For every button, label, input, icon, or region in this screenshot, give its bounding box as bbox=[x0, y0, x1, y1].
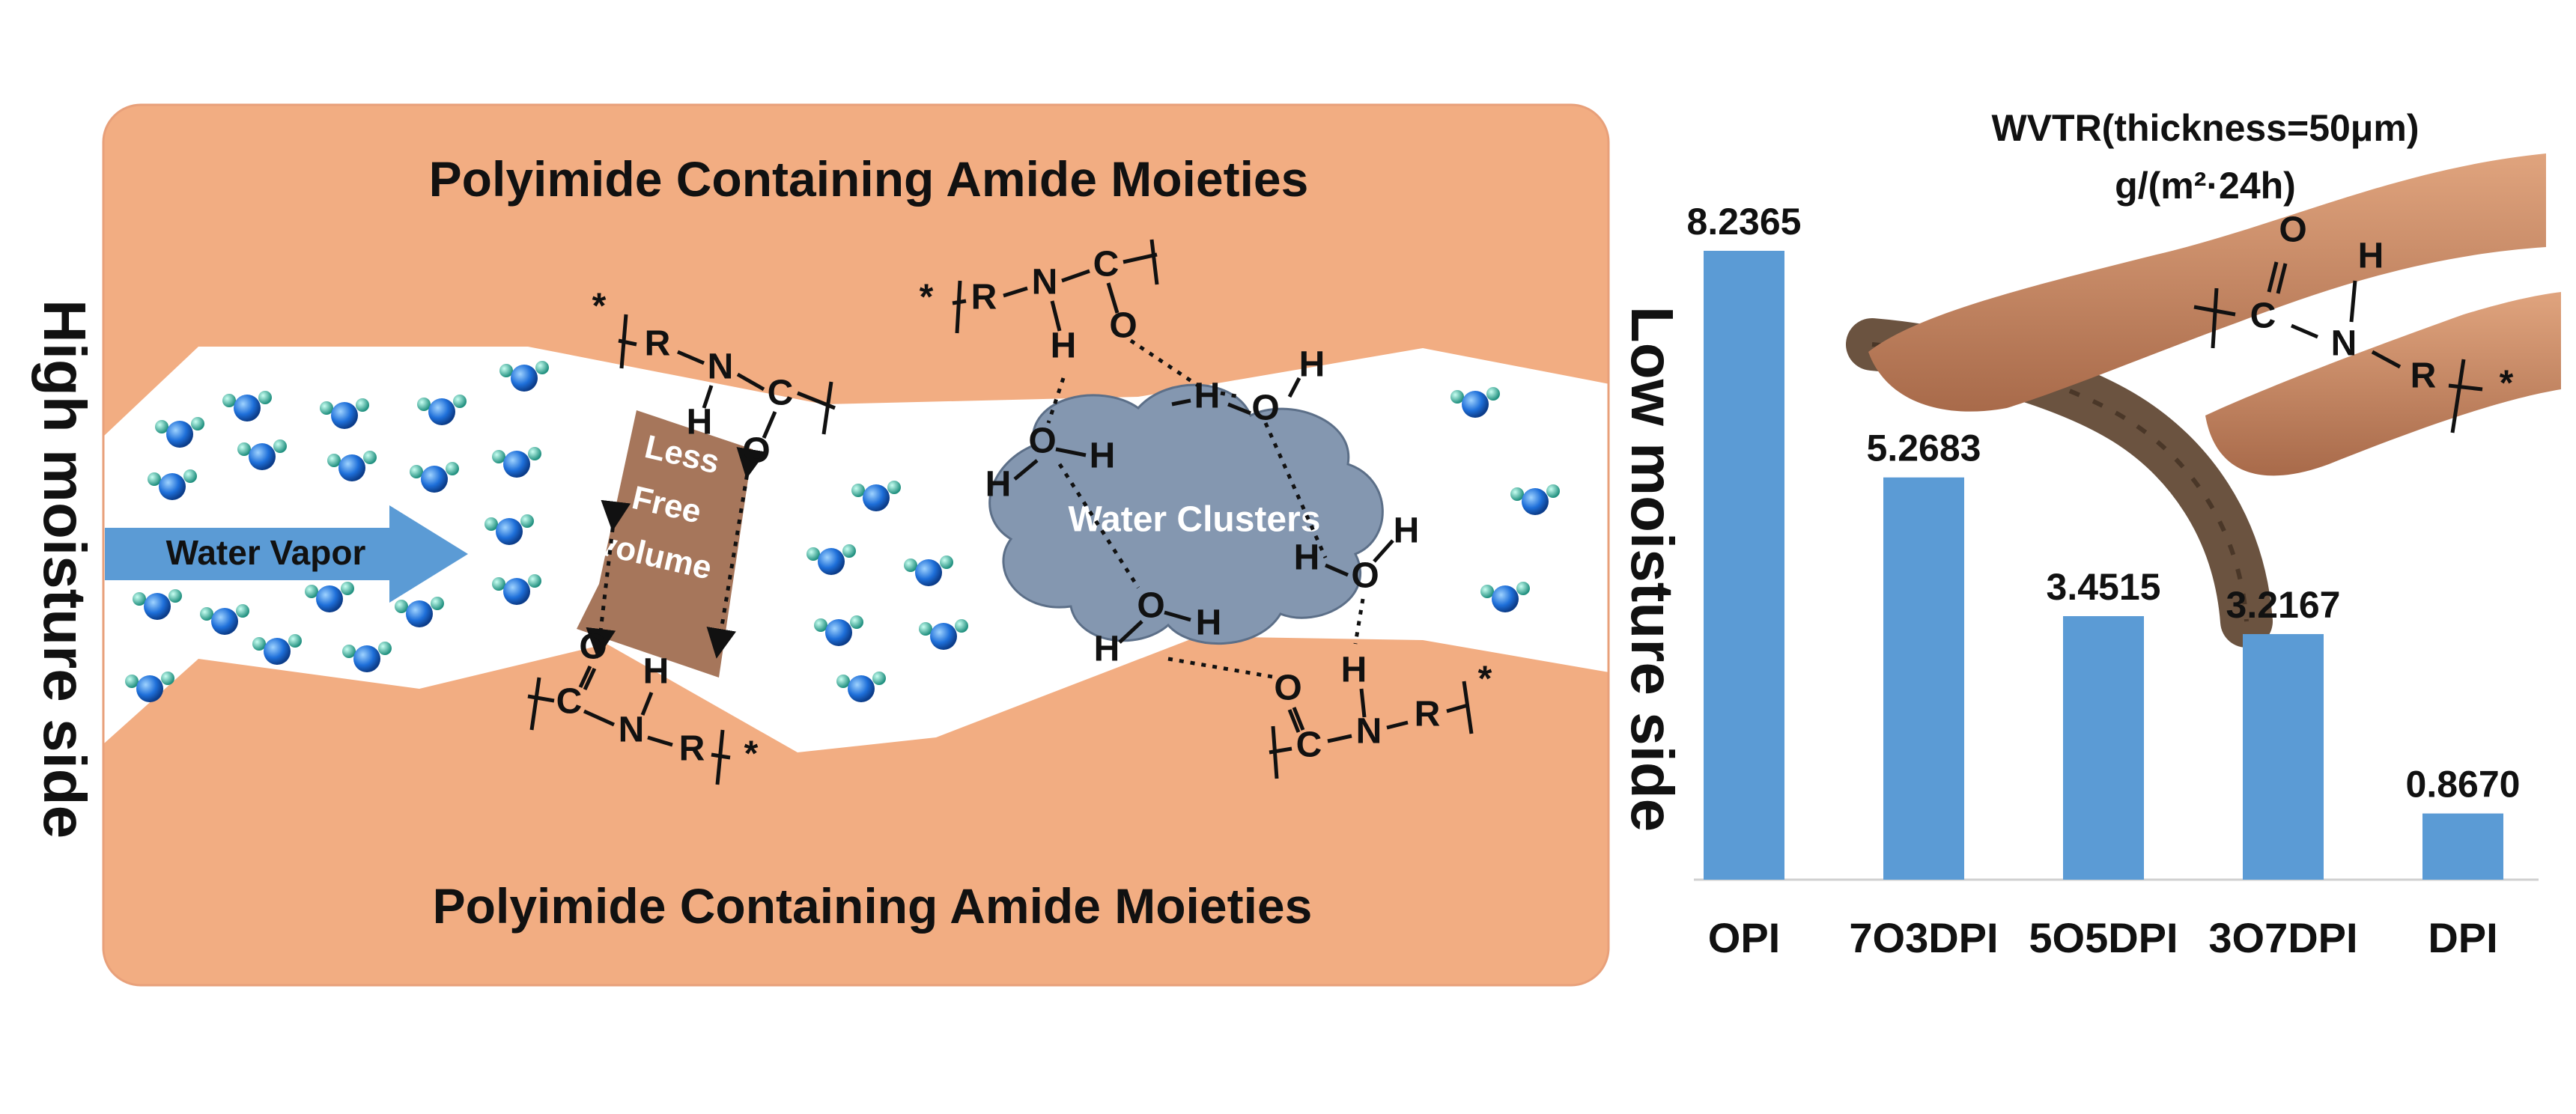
data-label-7o3dpi: 5.2683 bbox=[1867, 427, 1981, 469]
o-label: O bbox=[1251, 389, 1279, 428]
h-label: H bbox=[643, 652, 669, 692]
data-label-opi: 8.2365 bbox=[1687, 201, 1802, 243]
bar-opi bbox=[1704, 251, 1784, 880]
right-arm bbox=[2205, 292, 2561, 476]
h-label: H bbox=[985, 465, 1012, 505]
category-label-dpi: DPI bbox=[2428, 914, 2497, 961]
bar-3o7dpi bbox=[2243, 633, 2324, 880]
r-label: R bbox=[679, 729, 705, 769]
water-cluster-cloud: Water Clusters bbox=[988, 383, 1384, 645]
amide-structure-lower-right: O H C N R * bbox=[1269, 651, 1492, 779]
bar-5o5dpi bbox=[2063, 615, 2144, 880]
o-label: O bbox=[1274, 669, 1301, 708]
category-label-5o5dpi: 5O5DPI bbox=[2029, 914, 2178, 961]
o-label: O bbox=[1109, 306, 1137, 346]
category-label-3o7dpi: 3O7DPI bbox=[2208, 914, 2357, 961]
category-label-7o3dpi: 7O3DPI bbox=[1849, 914, 1998, 961]
star-label: * bbox=[2500, 364, 2514, 404]
r-label: R bbox=[2411, 356, 2437, 396]
r-label: R bbox=[971, 278, 997, 317]
chart-subtitle: g/(m²·24h) bbox=[2115, 165, 2296, 207]
o-label: O bbox=[1137, 586, 1164, 626]
left-arm bbox=[1868, 153, 2546, 412]
h-label: H bbox=[1299, 345, 1325, 385]
data-label-5o5dpi: 3.4515 bbox=[2047, 566, 2161, 608]
arrow-label: Water Vapor bbox=[166, 533, 366, 572]
hydrogen-bonds bbox=[1046, 338, 1365, 680]
chart-title: WVTR(thickness=50μm) bbox=[1991, 107, 2419, 149]
n-label: N bbox=[1356, 712, 1382, 752]
h-label: H bbox=[687, 403, 713, 442]
star-label: * bbox=[920, 278, 934, 317]
amide-structure-top-middle: * R N C H O bbox=[920, 239, 1159, 366]
c-label: C bbox=[768, 374, 794, 413]
star-label: * bbox=[592, 287, 607, 326]
free-volume-box: Less Free volume bbox=[577, 410, 767, 678]
data-label-dpi: 0.8670 bbox=[2406, 764, 2521, 806]
r-label: R bbox=[645, 324, 671, 364]
c-label: C bbox=[1296, 725, 1322, 765]
low-moisture-side-label: Low moisture side bbox=[1619, 306, 1686, 832]
h-label: H bbox=[1051, 326, 1077, 366]
c-label: C bbox=[2250, 296, 2276, 336]
h-label: H bbox=[1194, 377, 1221, 416]
star-label: * bbox=[1478, 660, 1492, 699]
water-vapor-arrow: Water Vapor bbox=[105, 505, 468, 603]
amide-structure-upper-left: * R N C H O bbox=[592, 287, 836, 471]
h-label: H bbox=[1090, 436, 1116, 476]
bar-dpi bbox=[2422, 813, 2503, 880]
h-label: H bbox=[1294, 538, 1320, 578]
cloud-label: Water Clusters bbox=[1069, 500, 1321, 540]
o-label: O bbox=[1351, 556, 1379, 596]
bar-7o3dpi bbox=[1883, 477, 1964, 880]
water-atoms: H H O O H H H H O O H H bbox=[985, 345, 1420, 669]
star-label: * bbox=[744, 734, 759, 774]
c-label: C bbox=[1093, 245, 1120, 284]
category-label-opi: OPI bbox=[1708, 914, 1780, 961]
o-label: O bbox=[1028, 421, 1056, 461]
h-label: H bbox=[1094, 630, 1120, 669]
h-label: H bbox=[2358, 237, 2384, 276]
bottom-banner: Polyimide Containing Amide Moieties bbox=[433, 878, 1313, 934]
n-label: N bbox=[708, 347, 734, 387]
high-moisture-side-label: High moisture side bbox=[31, 299, 98, 838]
amide-structure-photo: O H C N R * bbox=[2193, 210, 2514, 433]
o-label: O bbox=[2279, 210, 2306, 250]
h-label: H bbox=[1394, 511, 1420, 551]
h-label: H bbox=[1196, 603, 1222, 643]
top-banner: Polyimide Containing Amide Moieties bbox=[429, 151, 1309, 207]
n-label: N bbox=[1032, 263, 1058, 302]
n-label: N bbox=[2331, 324, 2357, 364]
r-label: R bbox=[1415, 695, 1441, 734]
h-label: H bbox=[1341, 651, 1367, 690]
c-label: C bbox=[556, 682, 583, 722]
n-label: N bbox=[619, 710, 645, 750]
tug-of-war-illustration bbox=[1846, 153, 2561, 648]
amide-structure-lower-left: O H C N R * bbox=[527, 627, 759, 785]
wvtr-bar-chart: WVTR(thickness=50μm) g/(m²·24h) 8.2365OP… bbox=[1687, 107, 2539, 961]
o-label: O bbox=[579, 627, 607, 667]
data-label-3o7dpi: 3.2167 bbox=[2226, 584, 2341, 626]
